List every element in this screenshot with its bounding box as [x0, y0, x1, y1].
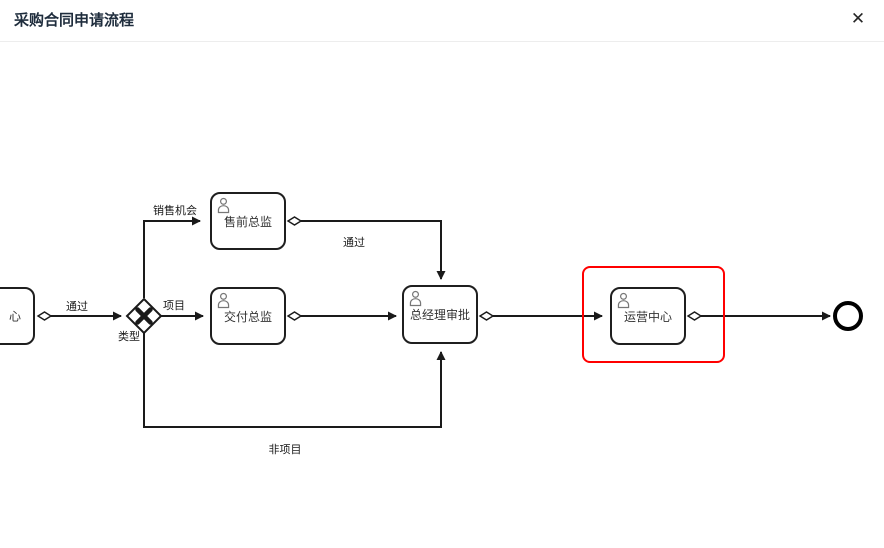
- user-icon: [409, 290, 422, 307]
- user-icon: [617, 292, 630, 309]
- edge-label-non-project: 非项目: [268, 444, 302, 456]
- edge-label-type: 类型: [118, 331, 140, 343]
- close-icon[interactable]: ✕: [844, 5, 872, 33]
- task-label: 总经理审批: [409, 308, 470, 322]
- edge-gateway-nonproject-to-gm: [143, 333, 446, 428]
- task-label: 运营中心: [623, 309, 672, 324]
- task-node-delivery[interactable]: 交付总监: [210, 287, 286, 345]
- edge-label-pass-top: 通过: [343, 237, 365, 249]
- header-divider: [0, 41, 884, 42]
- source-anchor-diamond: [286, 311, 303, 321]
- edge-presale-to-gm: [301, 220, 446, 280]
- page-title: 采购合同申请流程: [14, 12, 135, 29]
- task-label: 售前总监: [223, 214, 272, 229]
- source-anchor-diamond: [286, 216, 303, 226]
- user-icon: [217, 197, 230, 214]
- source-anchor-diamond: [36, 311, 53, 321]
- source-anchor-diamond: [478, 311, 495, 321]
- task-node-presale[interactable]: 售前总监: [210, 192, 286, 250]
- edge-gateway-to-presale: [143, 216, 201, 298]
- edge-label-project: 项目: [163, 300, 185, 312]
- exclusive-gateway[interactable]: [125, 297, 163, 335]
- task-node-start-partial[interactable]: 心: [0, 287, 35, 345]
- current-node-highlight: [582, 266, 725, 363]
- task-node-gm[interactable]: 总经理审批: [402, 285, 478, 344]
- end-event-circle: [833, 301, 863, 331]
- source-anchor-diamond: [686, 311, 703, 321]
- user-icon: [217, 292, 230, 309]
- gateway-x-icon: [135, 307, 153, 325]
- edge-label-sales-opportunity: 销售机会: [153, 205, 197, 217]
- edge-label-pass-left: 通过: [66, 301, 88, 313]
- task-node-ops[interactable]: 运营中心: [610, 287, 686, 345]
- task-label: 心: [8, 309, 22, 324]
- task-label: 交付总监: [223, 309, 272, 324]
